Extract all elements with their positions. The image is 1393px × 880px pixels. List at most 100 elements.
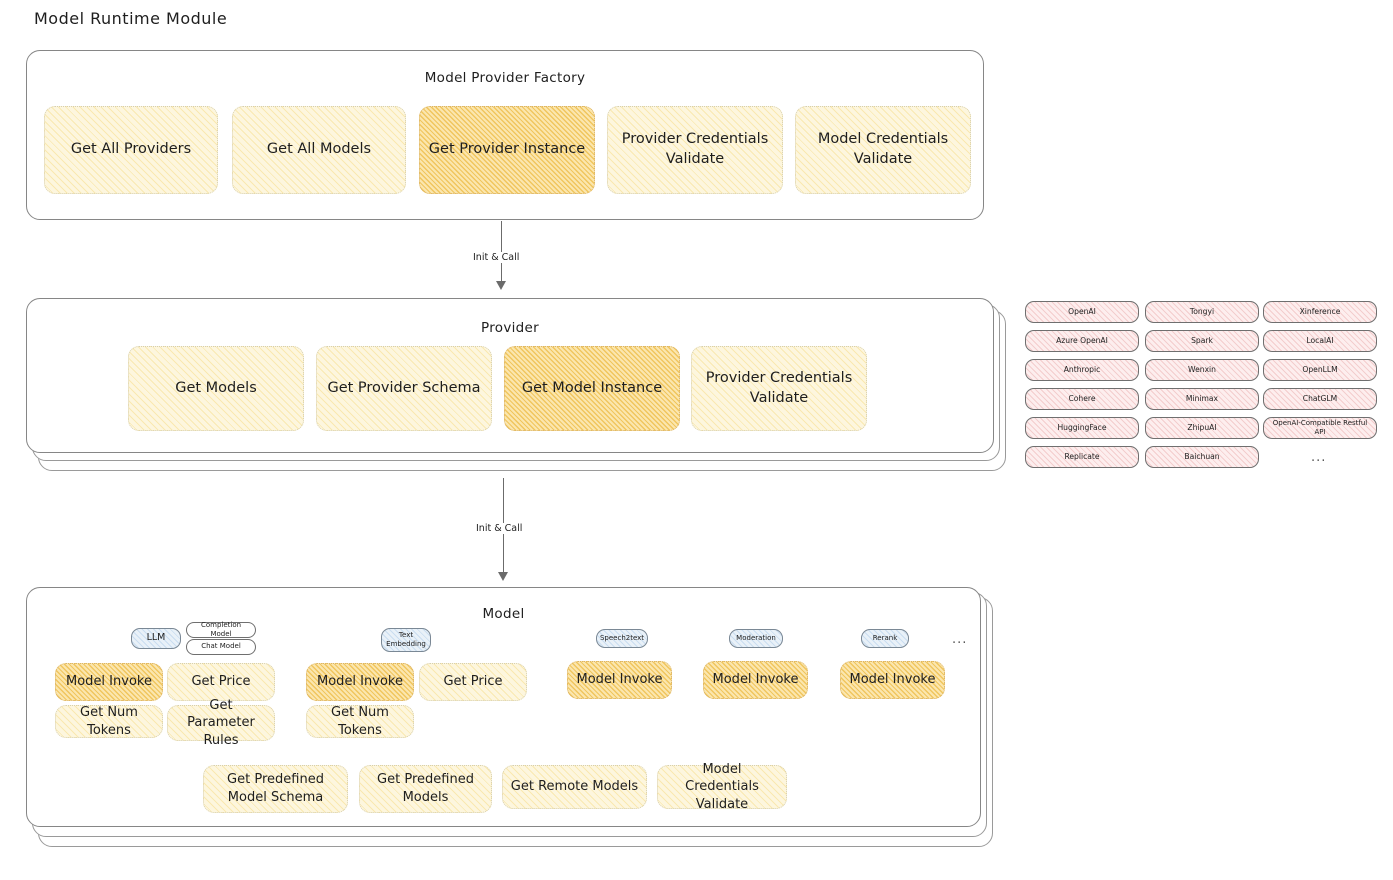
provider-node-get-provider-schema[interactable]: Get Provider Schema xyxy=(316,346,492,431)
page-title: Model Runtime Module xyxy=(34,9,228,28)
provider-chip-wenxin[interactable]: Wenxin xyxy=(1145,359,1259,381)
provider-node-get-model-instance[interactable]: Get Model Instance xyxy=(504,346,680,431)
provider-chip-openllm[interactable]: OpenLLM xyxy=(1263,359,1377,381)
model-subchip-label: Chat Model xyxy=(201,642,241,651)
model-type-chip-label: Speech2text xyxy=(599,633,645,642)
arrow-provider-to-model-label: Init & Call xyxy=(473,523,526,534)
model-common-node-get-predefined-models[interactable]: Get Predefined Models xyxy=(359,765,492,813)
model-llm-node-get-price[interactable]: Get Price xyxy=(167,663,275,701)
model-llm-node-model-invoke[interactable]: Model Invoke xyxy=(55,663,163,701)
model-subchip-chat-model[interactable]: Chat Model xyxy=(186,639,256,655)
provider-chip-replicate[interactable]: Replicate xyxy=(1025,446,1139,468)
provider-node-label: Get Provider Schema xyxy=(327,379,481,396)
model-common-node-model-credentials-validate[interactable]: Model Credentials Validate xyxy=(657,762,787,812)
provider-chip-openai-compatible-restful-api[interactable]: OpenAI-Compatible Restful API xyxy=(1263,417,1377,439)
model-node-label: Model Invoke xyxy=(576,672,663,688)
factory-node-label: Get All Models xyxy=(266,141,372,158)
model-title: Model xyxy=(482,606,525,622)
model-llm-node-get-parameter-rules[interactable]: Get Parameter Rules xyxy=(167,698,275,748)
provider-chip-label: Azure OpenAI xyxy=(1056,335,1108,345)
factory-node-get-all-models[interactable]: Get All Models xyxy=(232,106,406,194)
provider-chip-label: Anthropic xyxy=(1063,364,1101,374)
model-node-label: Model Invoke xyxy=(712,672,799,688)
model-type-chip-label: Text Embedding xyxy=(386,630,426,648)
model-common-node-label: Get Predefined Models xyxy=(377,772,474,805)
model-node-label: Model Invoke xyxy=(66,674,152,690)
provider-chip-label: Minimax xyxy=(1185,393,1219,403)
provider-chip-label: Tongyi xyxy=(1189,306,1215,316)
provider-chip-localai[interactable]: LocalAI xyxy=(1263,330,1377,352)
factory-node-label: Provider Credentials Validate xyxy=(621,131,769,167)
model-node-label: Model Invoke xyxy=(317,674,403,690)
model-rerank-node-model-invoke[interactable]: Model Invoke xyxy=(840,661,945,699)
factory-node-label: Get All Providers xyxy=(70,141,192,158)
model-type-chip-moderation[interactable]: Moderation xyxy=(729,629,783,648)
provider-chip-baichuan[interactable]: Baichuan xyxy=(1145,446,1259,468)
model-type-chip-rerank[interactable]: Rerank xyxy=(861,629,909,648)
model-node-label: Get Num Tokens xyxy=(80,704,138,738)
model-moderation-node-model-invoke[interactable]: Model Invoke xyxy=(703,661,808,699)
provider-node-provider-credentials-validate[interactable]: Provider Credentials Validate xyxy=(691,346,867,431)
provider-node-get-models[interactable]: Get Models xyxy=(128,346,304,431)
model-type-chip-label: Rerank xyxy=(872,633,898,642)
provider-node-label: Get Model Instance xyxy=(521,379,663,396)
arrow-factory-to-provider-label: Init & Call xyxy=(470,252,523,263)
factory-node-get-provider-instance[interactable]: Get Provider Instance xyxy=(419,106,595,194)
model-subchip-label: Completion Model xyxy=(200,620,242,638)
model-type-chip-text-embedding[interactable]: Text Embedding xyxy=(381,628,431,652)
provider-chip-zhipuai[interactable]: ZhipuAI xyxy=(1145,417,1259,439)
model-common-node-label: Get Remote Models xyxy=(510,779,639,795)
provider-chip-label: Cohere xyxy=(1068,393,1096,403)
arrow-factory-to-provider-head xyxy=(496,281,506,290)
model-node-label: Get Num Tokens xyxy=(331,704,389,738)
provider-chip-minimax[interactable]: Minimax xyxy=(1145,388,1259,410)
model-type-chip-speech2text[interactable]: Speech2text xyxy=(596,629,648,648)
provider-chip-label: LocalAI xyxy=(1306,335,1334,345)
provider-chip-chatglm[interactable]: ChatGLM xyxy=(1263,388,1377,410)
model-embedding-node-get-num-tokens[interactable]: Get Num Tokens xyxy=(306,705,414,738)
provider-chip-huggingface[interactable]: HuggingFace xyxy=(1025,417,1139,439)
provider-chip-label: OpenAI xyxy=(1068,306,1096,316)
provider-node-label: Provider Credentials Validate xyxy=(705,369,853,406)
model-common-node-label: Model Credentials Validate xyxy=(685,761,759,812)
factory-node-label: Model Credentials Validate xyxy=(817,131,949,167)
provider-chip-label: ChatGLM xyxy=(1302,393,1338,403)
model-embedding-node-model-invoke[interactable]: Model Invoke xyxy=(306,663,414,701)
model-common-node-get-remote-models[interactable]: Get Remote Models xyxy=(502,765,647,809)
model-node-label: Get Price xyxy=(443,674,503,690)
provider-node-label: Get Models xyxy=(175,379,257,396)
model-node-label: Get Price xyxy=(191,674,251,690)
provider-chip-tongyi[interactable]: Tongyi xyxy=(1145,301,1259,323)
provider-chip-azure-openai[interactable]: Azure OpenAI xyxy=(1025,330,1139,352)
provider-chip-anthropic[interactable]: Anthropic xyxy=(1025,359,1139,381)
provider-chip-label: ZhipuAI xyxy=(1187,422,1217,432)
arrow-provider-to-model-head xyxy=(498,572,508,581)
model-groups-ellipsis: ... xyxy=(952,632,968,647)
provider-chip-label: HuggingFace xyxy=(1057,422,1107,432)
provider-chip-label: OpenLLM xyxy=(1302,364,1338,374)
model-llm-node-get-num-tokens[interactable]: Get Num Tokens xyxy=(55,705,163,738)
provider-chip-spark[interactable]: Spark xyxy=(1145,330,1259,352)
model-subchip-completion-model[interactable]: Completion Model xyxy=(186,620,256,638)
provider-chip-xinference[interactable]: Xinference xyxy=(1263,301,1377,323)
provider-chip-openai[interactable]: OpenAI xyxy=(1025,301,1139,323)
model-provider-factory-title: Model Provider Factory xyxy=(424,70,586,86)
model-common-node-get-predefined-model-schema[interactable]: Get Predefined Model Schema xyxy=(203,765,348,813)
model-node-label: Model Invoke xyxy=(849,672,936,688)
provider-chip-cohere[interactable]: Cohere xyxy=(1025,388,1139,410)
provider-list-ellipsis: ... xyxy=(1311,450,1327,465)
provider-chip-label: Baichuan xyxy=(1184,451,1220,461)
provider-chip-label: Replicate xyxy=(1064,451,1100,461)
factory-node-label: Get Provider Instance xyxy=(428,141,586,158)
model-type-chip-llm[interactable]: LLM xyxy=(131,628,181,649)
factory-node-get-all-providers[interactable]: Get All Providers xyxy=(44,106,218,194)
model-speech2text-node-model-invoke[interactable]: Model Invoke xyxy=(567,661,672,699)
model-type-chip-label: Moderation xyxy=(736,633,776,642)
factory-node-provider-credentials-validate[interactable]: Provider Credentials Validate xyxy=(607,106,783,194)
model-embedding-node-get-price[interactable]: Get Price xyxy=(419,663,527,701)
provider-chip-label: Xinference xyxy=(1299,306,1341,316)
factory-node-model-credentials-validate[interactable]: Model Credentials Validate xyxy=(795,106,971,194)
provider-chip-label: OpenAI-Compatible Restful API xyxy=(1272,418,1368,436)
provider-chip-label: Wenxin xyxy=(1188,364,1216,374)
model-type-chip-label: LLM xyxy=(146,632,166,644)
